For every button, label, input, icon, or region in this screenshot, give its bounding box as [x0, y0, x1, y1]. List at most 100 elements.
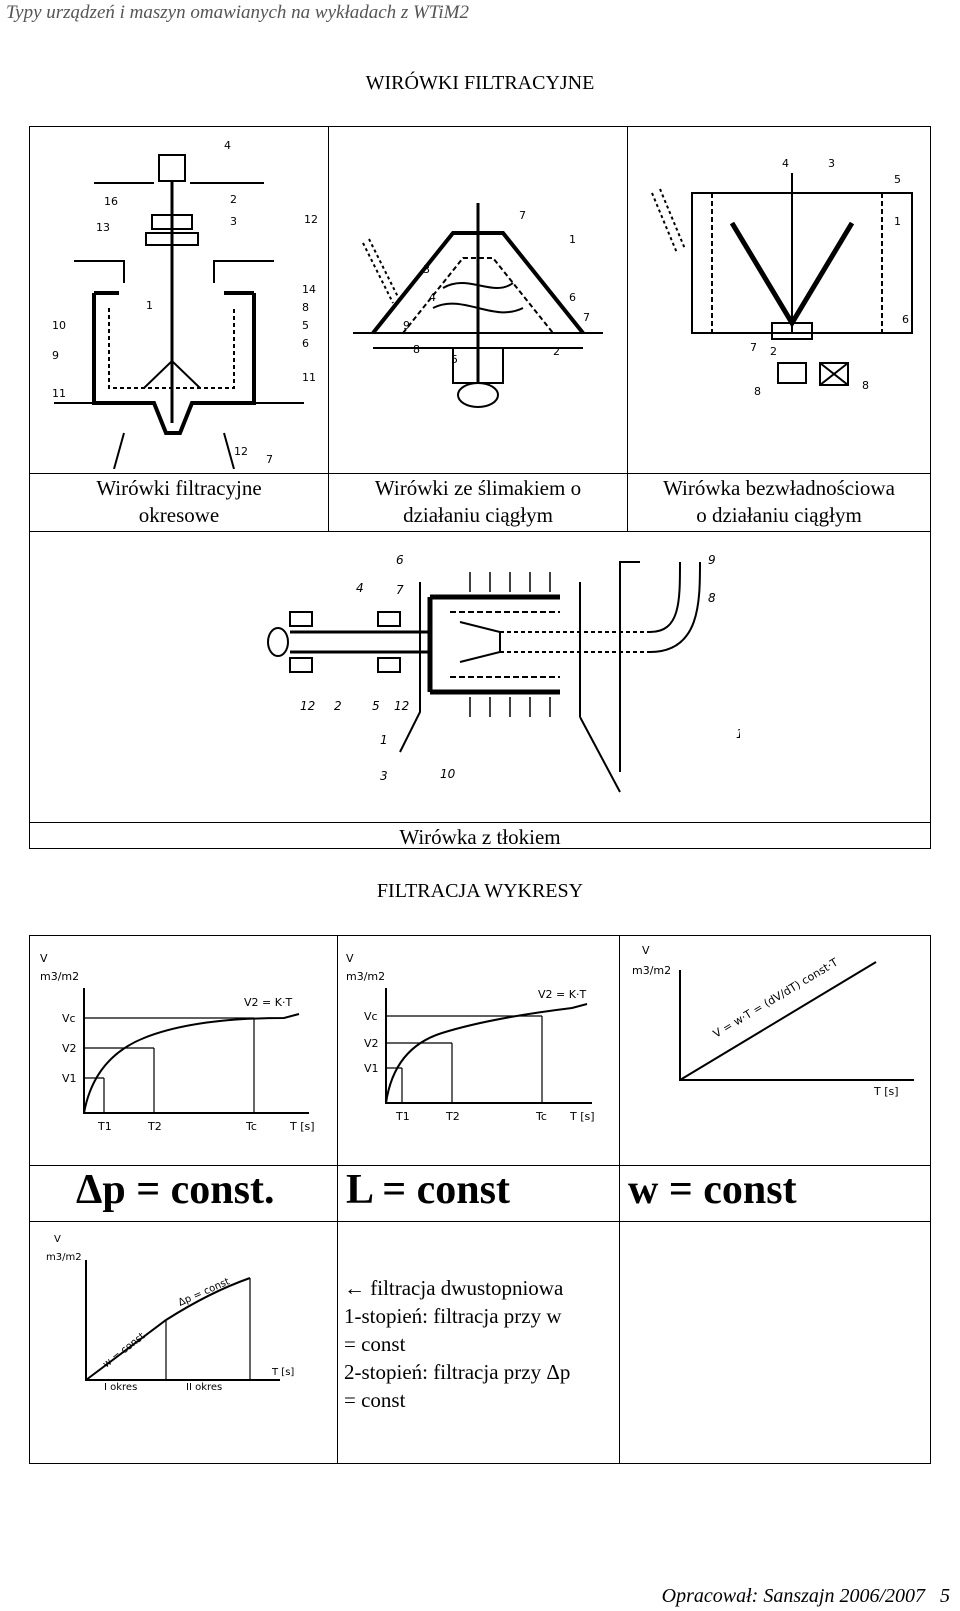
piston-centrifuge-drawing: 6 4 7 9 8 12 2 5 12 1 3 10 11	[267, 553, 740, 793]
svg-text:8: 8	[754, 385, 761, 398]
svg-text:8: 8	[708, 591, 716, 605]
svg-text:6: 6	[302, 337, 309, 350]
svg-text:9: 9	[708, 553, 716, 567]
svg-text:2: 2	[553, 345, 560, 358]
svg-text:8: 8	[862, 379, 869, 392]
svg-text:3: 3	[230, 215, 237, 228]
svg-text:V: V	[40, 952, 48, 965]
graph-constant-pressure-1: V m3/m2 Vc V2 V1 T1 T2 Tc T [s] V2 = K·T	[40, 952, 315, 1133]
svg-text:T [s]: T [s]	[873, 1085, 899, 1098]
svg-text:1: 1	[569, 233, 576, 246]
svg-text:V1: V1	[364, 1062, 379, 1075]
svg-text:V2: V2	[364, 1037, 379, 1050]
condition-constant-length: L = const	[346, 1167, 510, 1213]
svg-text:2: 2	[770, 345, 777, 358]
svg-text:5: 5	[372, 699, 380, 713]
svg-text:Vc: Vc	[364, 1010, 378, 1023]
svg-text:1: 1	[146, 299, 153, 312]
two-stage-filtration-note: ← filtracja dwustopniowa 1-stopień: filt…	[344, 1276, 571, 1412]
condition-constant-rate: w = const	[628, 1167, 797, 1213]
svg-text:4: 4	[429, 291, 436, 304]
piston-centrifuge-panel: 6 4 7 9 8 12 2 5 12 1 3 10 11 Wirówka z …	[29, 531, 931, 849]
svg-text:w = const: w = const	[101, 1331, 147, 1370]
svg-text:3: 3	[828, 157, 835, 170]
svg-text:7: 7	[583, 311, 590, 324]
svg-text:V: V	[54, 1234, 61, 1245]
svg-text:9: 9	[403, 319, 410, 332]
inertial-centrifuge-drawing: 4 3 5 1 6 7 2 8 8	[651, 157, 913, 398]
svg-text:V2 = K·T: V2 = K·T	[244, 996, 292, 1009]
svg-text:T2: T2	[445, 1110, 460, 1123]
svg-text:V: V	[642, 944, 650, 957]
svg-text:V2 = K·T: V2 = K·T	[538, 988, 586, 1001]
section-title-filtration-graphs: FILTRACJA WYKRESY	[376, 880, 584, 902]
svg-text:Δp = const: Δp = const	[177, 1276, 232, 1308]
svg-text:6: 6	[396, 553, 404, 567]
svg-text:11: 11	[736, 727, 740, 741]
svg-text:T [s]: T [s]	[289, 1120, 315, 1133]
svg-text:T2: T2	[147, 1120, 162, 1133]
svg-text:3: 3	[423, 263, 430, 276]
svg-text:2: 2	[230, 193, 237, 206]
svg-text:5: 5	[302, 319, 309, 332]
condition-constant-pressure: Δp = const.	[76, 1167, 275, 1213]
svg-text:8: 8	[302, 301, 309, 314]
centrifuge-table: 4 2 3 16 13 12 14 8 5 6 11 10 9 11 1 12 …	[29, 126, 931, 532]
svg-text:I okres: I okres	[104, 1382, 137, 1393]
svg-text:T1: T1	[395, 1110, 410, 1123]
filtration-graphs-table: V m3/m2 Vc V2 V1 T1 T2 Tc T [s] V2 = K·T…	[29, 935, 931, 1464]
svg-text:V: V	[346, 952, 354, 965]
svg-text:13: 13	[96, 221, 110, 234]
svg-text:V = w·T = (dV/dT) const·T: V = w·T = (dV/dT) const·T	[711, 956, 841, 1041]
svg-text:12: 12	[300, 699, 315, 713]
svg-text:T [s]: T [s]	[569, 1110, 595, 1123]
svg-text:5: 5	[894, 173, 901, 186]
svg-text:II okres: II okres	[186, 1382, 222, 1393]
svg-text:9: 9	[52, 349, 59, 362]
svg-text:10: 10	[52, 319, 66, 332]
svg-text:Vc: Vc	[62, 1012, 76, 1025]
graph-constant-rate: V m3/m2 T [s] V = w·T = (dV/dT) const·T	[632, 944, 914, 1098]
svg-text:T1: T1	[97, 1120, 112, 1133]
caption-piston-centrifuge: Wirówka z tłokiem	[399, 825, 561, 849]
svg-text:7: 7	[396, 583, 404, 597]
svg-text:7: 7	[750, 341, 757, 354]
batch-centrifuge-drawing: 4 2 3 16 13 12 14 8 5 6 11 10 9 11 1 12 …	[52, 139, 318, 469]
svg-text:m3/m2: m3/m2	[46, 1252, 82, 1263]
svg-text:T [s]: T [s]	[271, 1367, 294, 1378]
svg-text:4: 4	[782, 157, 789, 170]
screw-centrifuge-drawing: 7 1 3 4 6 7 9 8 5 2	[353, 203, 603, 408]
svg-text:8: 8	[413, 343, 420, 356]
svg-text:2: 2	[334, 699, 342, 713]
svg-text:10: 10	[440, 767, 456, 781]
svg-text:11: 11	[302, 371, 316, 384]
svg-text:5: 5	[451, 353, 458, 366]
svg-text:V1: V1	[62, 1072, 77, 1085]
svg-text:4: 4	[224, 139, 231, 152]
graph-constant-length: V m3/m2 Vc V2 V1 T1 T2 Tc T [s] V2 = K·T	[346, 952, 595, 1123]
svg-text:7: 7	[266, 453, 273, 466]
svg-text:7: 7	[519, 209, 526, 222]
running-header: Typy urządzeń i maszyn omawianych na wyk…	[6, 2, 469, 23]
svg-text:m3/m2: m3/m2	[632, 964, 671, 977]
svg-text:16: 16	[104, 195, 118, 208]
svg-text:3: 3	[380, 769, 388, 783]
svg-text:m3/m2: m3/m2	[346, 970, 385, 983]
svg-text:1: 1	[894, 215, 901, 228]
svg-text:11: 11	[52, 387, 66, 400]
graph-two-stage-filtration: V m3/m2 T [s] I okres II okres w = const…	[46, 1234, 294, 1393]
svg-text:12: 12	[304, 213, 318, 226]
svg-text:m3/m2: m3/m2	[40, 970, 79, 983]
svg-text:6: 6	[569, 291, 576, 304]
svg-text:14: 14	[302, 283, 316, 296]
svg-text:Tc: Tc	[245, 1120, 257, 1133]
batch-centrifuge-labels: 4 2 3 16 13 12 14 8 5 6 11 10 9 11 1 12 …	[52, 139, 318, 466]
svg-text:V2: V2	[62, 1042, 77, 1055]
svg-text:Tc: Tc	[535, 1110, 547, 1123]
svg-text:1: 1	[380, 733, 388, 747]
svg-text:12: 12	[394, 699, 409, 713]
section-title-centrifuges: WIRÓWKI FILTRACYJNE	[365, 72, 595, 94]
